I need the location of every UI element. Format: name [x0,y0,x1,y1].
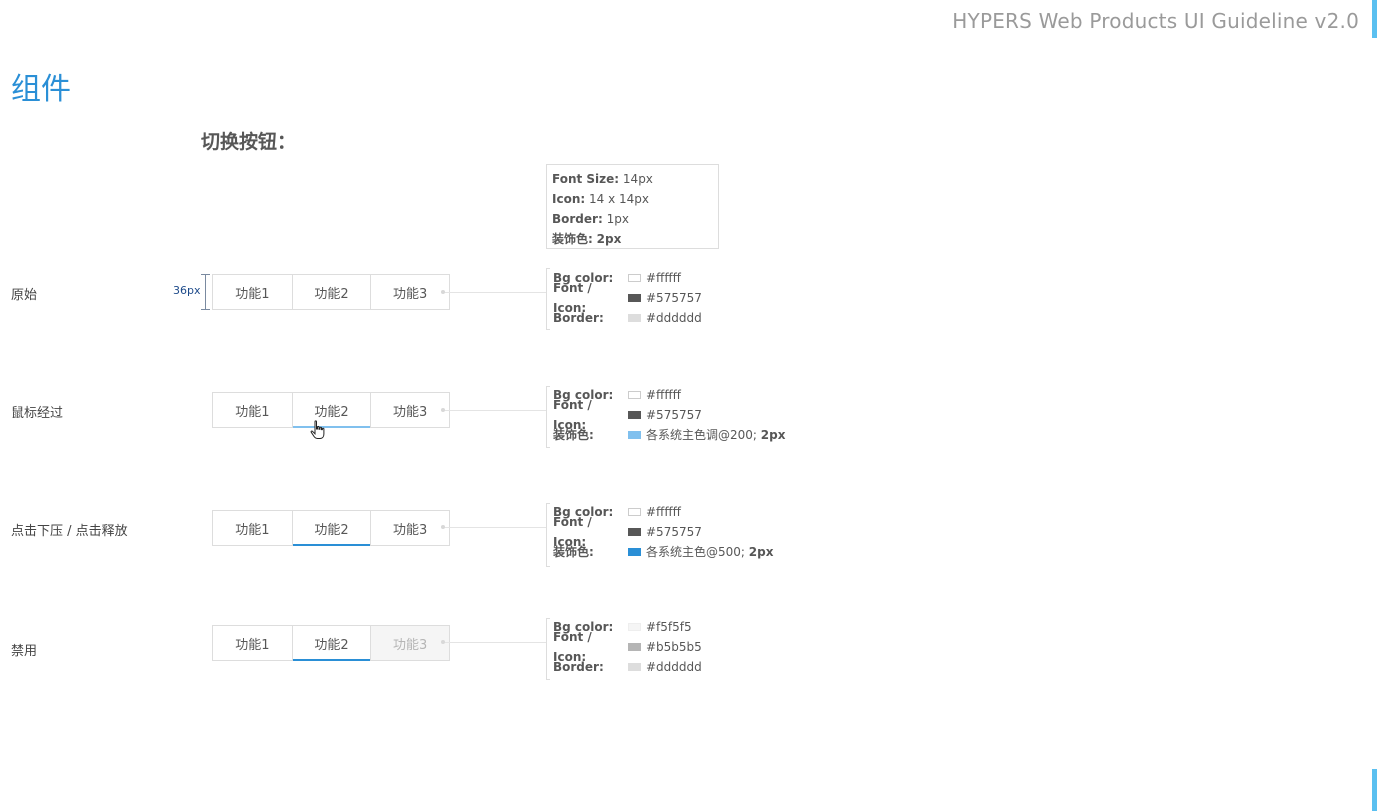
color-swatch [628,623,641,631]
toggle-group-disabled: 功能1 功能2 功能3 [212,625,450,661]
prop-row: Font / Icon:#575757 [553,398,702,432]
toggle-button-1[interactable]: 功能1 [235,522,270,538]
connector-line [441,408,546,412]
prop-row: Bg color:#ffffff [553,271,681,285]
spec-border: Border: 1px [552,212,629,226]
prop-row: Font / Icon:#575757 [553,281,702,315]
toggle-button-3-disabled: 功能3 [370,626,449,660]
dimension-marker [201,274,210,310]
color-swatch [628,663,641,671]
props-pressed: Bg color:#ffffff Font / Icon:#575757 装饰色… [553,502,773,562]
spec-font-size: Font Size: 14px [552,172,653,186]
state-label-pressed: 点击下压 / 点击释放 [11,524,128,539]
prop-row: Bg color:#f5f5f5 [553,620,692,634]
toggle-button-2-hover[interactable]: 功能2 [291,393,371,428]
accent-bar-top [1372,0,1377,38]
color-swatch [628,431,641,439]
toggle-group-hover: 功能1 功能2 功能3 [212,392,450,428]
color-swatch [628,411,641,419]
prop-row: Bg color:#ffffff [553,388,681,402]
color-swatch [628,391,641,399]
toggle-button-1[interactable]: 功能1 [235,286,270,302]
section-title: 组件 [11,72,71,107]
state-label-hover: 鼠标经过 [11,406,64,421]
connector-line [441,640,546,644]
props-disabled: Bg color:#f5f5f5 Font / Icon:#b5b5b5 Bor… [553,617,702,677]
toggle-button-3[interactable]: 功能3 [370,393,449,427]
toggle-button-2-active[interactable]: 功能2 [291,626,371,661]
prop-row: Border:#dddddd [553,311,702,325]
color-swatch [628,643,641,651]
color-swatch [628,528,641,536]
props-hover: Bg color:#ffffff Font / Icon:#575757 装饰色… [553,385,785,445]
toggle-button-2[interactable]: 功能2 [291,275,371,309]
props-bracket [546,386,550,448]
toggle-button-2-active[interactable]: 功能2 [291,511,371,546]
hand-cursor-icon [310,420,325,439]
toggle-button-1[interactable]: 功能1 [235,404,270,420]
prop-row: Border:#dddddd [553,660,702,674]
guideline-title: HYPERS Web Products UI Guideline v2.0 [952,9,1359,33]
component-title: 切换按钮： [201,131,297,153]
color-swatch [628,548,641,556]
color-swatch [628,294,641,302]
props-bracket [546,268,550,330]
prop-row: Font / Icon:#b5b5b5 [553,630,702,664]
toggle-button-3[interactable]: 功能3 [370,511,449,545]
accent-bar-bottom [1372,769,1377,811]
spec-box: Font Size: 14px Icon: 14 x 14px Border: … [546,164,719,249]
spec-icon: Icon: 14 x 14px [552,192,649,206]
props-default: Bg color:#ffffff Font / Icon:#575757 Bor… [553,268,702,328]
toggle-button-3[interactable]: 功能3 [370,275,449,309]
state-label-default: 原始 [11,288,38,303]
dimension-label: 36px [173,284,201,297]
connector-line [441,525,546,529]
prop-row: Bg color:#ffffff [553,505,681,519]
props-bracket [546,503,550,567]
state-label-disabled: 禁用 [11,644,38,659]
connector-line [441,290,546,294]
toggle-button-1[interactable]: 功能1 [235,637,270,653]
color-swatch [628,274,641,282]
prop-row: Font / Icon:#575757 [553,515,702,549]
toggle-group-pressed: 功能1 功能2 功能3 [212,510,450,546]
prop-row: 装饰色:各系统主色@500; 2px [553,545,774,559]
prop-row: 装饰色:各系统主色调@200; 2px [553,428,786,442]
color-swatch [628,314,641,322]
color-swatch [628,508,641,516]
spec-deco: 装饰色: 2px [552,232,622,246]
toggle-group-default: 功能1 功能2 功能3 [212,274,450,310]
props-bracket [546,618,550,680]
